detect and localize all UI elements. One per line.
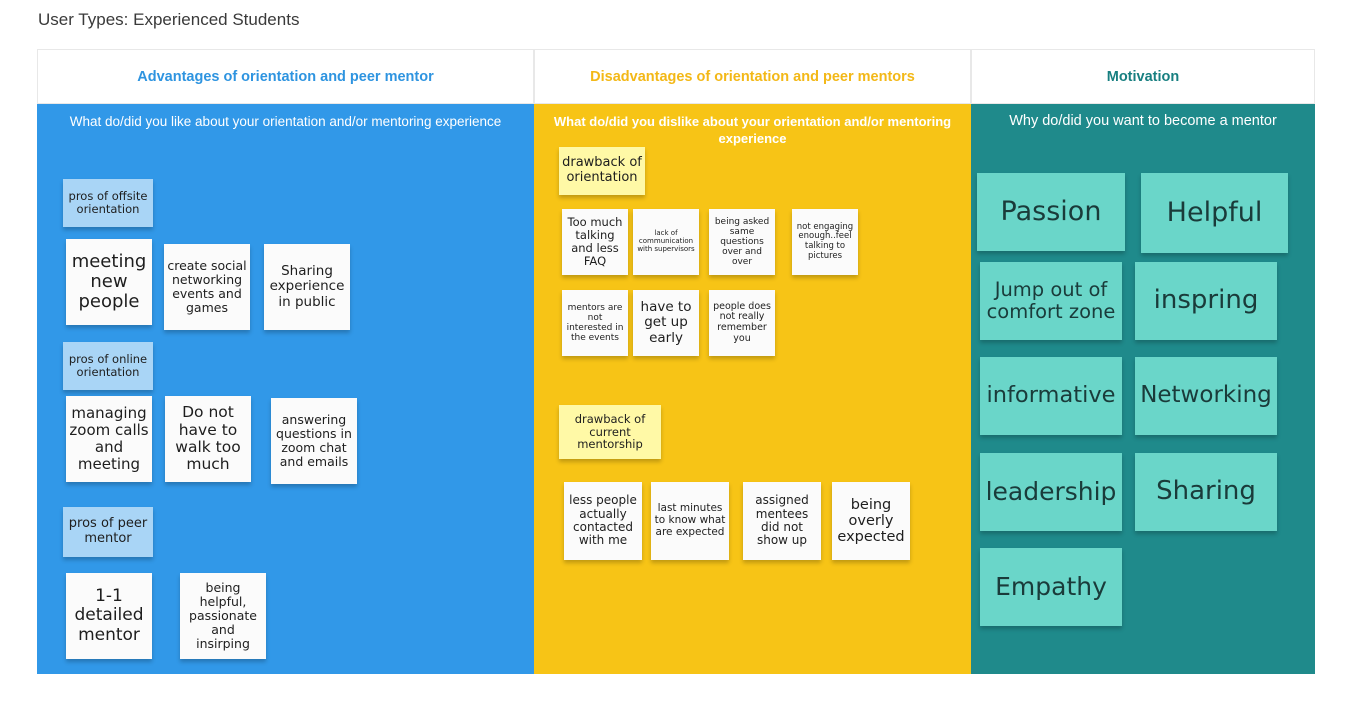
- sticky-note[interactable]: Jump out of comfort zone: [980, 262, 1122, 340]
- sticky-note[interactable]: lack of communication with supervisors: [633, 209, 699, 275]
- group-label-online[interactable]: pros of online orientation: [63, 342, 153, 390]
- advantages-column: Advantages of orientation and peer mento…: [37, 49, 534, 674]
- group-label-offsite[interactable]: pros of offsite orientation: [63, 179, 153, 227]
- sticky-note[interactable]: managing zoom calls and meeting: [66, 396, 152, 482]
- sticky-note[interactable]: Helpful: [1141, 173, 1288, 253]
- advantages-header[interactable]: Advantages of orientation and peer mento…: [37, 49, 534, 104]
- sticky-note[interactable]: being overly expected: [832, 482, 910, 560]
- sticky-note[interactable]: Passion: [977, 173, 1125, 251]
- motivation-prompt: Why do/did you want to become a mentor: [1009, 113, 1277, 129]
- sticky-note[interactable]: Sharing experience in public: [264, 244, 350, 330]
- sticky-note[interactable]: people does not really remember you: [709, 290, 775, 356]
- motivation-column: Motivation Why do/did you want to become…: [971, 49, 1315, 674]
- sticky-note[interactable]: being helpful, passionate and insirping: [180, 573, 266, 659]
- sticky-note[interactable]: less people actually contacted with me: [564, 482, 642, 560]
- sticky-note[interactable]: informative: [980, 357, 1122, 435]
- group-label-mentorship[interactable]: drawback of current mentorship: [559, 405, 661, 459]
- sticky-note[interactable]: assigned mentees did not show up: [743, 482, 821, 560]
- motivation-body: Why do/did you want to become a mentor P…: [971, 104, 1315, 674]
- sticky-note[interactable]: not engaging enough..feel talking to pic…: [792, 209, 858, 275]
- group-label-peer-mentor[interactable]: pros of peer mentor: [63, 507, 153, 557]
- disadvantages-body: What do/did you dislike about your orien…: [534, 104, 971, 674]
- sticky-note[interactable]: leadership: [980, 453, 1122, 531]
- sticky-note[interactable]: 1-1 detailed mentor: [66, 573, 152, 659]
- sticky-note[interactable]: mentors are not interested in the events: [562, 290, 628, 356]
- sticky-note[interactable]: Do not have to walk too much: [165, 396, 251, 482]
- sticky-note[interactable]: inspring: [1135, 262, 1277, 340]
- advantages-prompt: What do/did you like about your orientat…: [69, 114, 502, 129]
- sticky-note[interactable]: have to get up early: [633, 290, 699, 356]
- disadvantages-header[interactable]: Disadvantages of orientation and peer me…: [534, 49, 971, 104]
- sticky-note[interactable]: create social networking events and game…: [164, 244, 250, 330]
- sticky-note[interactable]: meeting new people: [66, 239, 152, 325]
- sticky-note[interactable]: Empathy: [980, 548, 1122, 626]
- disadvantages-prompt: What do/did you dislike about your orien…: [553, 114, 952, 146]
- sticky-note[interactable]: Networking: [1135, 357, 1277, 435]
- sticky-note[interactable]: Too much talking and less FAQ: [562, 209, 628, 275]
- motivation-header[interactable]: Motivation: [971, 49, 1315, 104]
- sticky-note[interactable]: being asked same questions over and over: [709, 209, 775, 275]
- board: Advantages of orientation and peer mento…: [37, 49, 1315, 674]
- advantages-body: What do/did you like about your orientat…: [37, 104, 534, 674]
- group-label-orientation[interactable]: drawback of orientation: [559, 147, 645, 195]
- sticky-note[interactable]: Sharing: [1135, 453, 1277, 531]
- disadvantages-column: Disadvantages of orientation and peer me…: [534, 49, 971, 674]
- sticky-note[interactable]: answering questions in zoom chat and ema…: [271, 398, 357, 484]
- page-title: User Types: Experienced Students: [38, 10, 300, 29]
- sticky-note[interactable]: last minutes to know what are expected: [651, 482, 729, 560]
